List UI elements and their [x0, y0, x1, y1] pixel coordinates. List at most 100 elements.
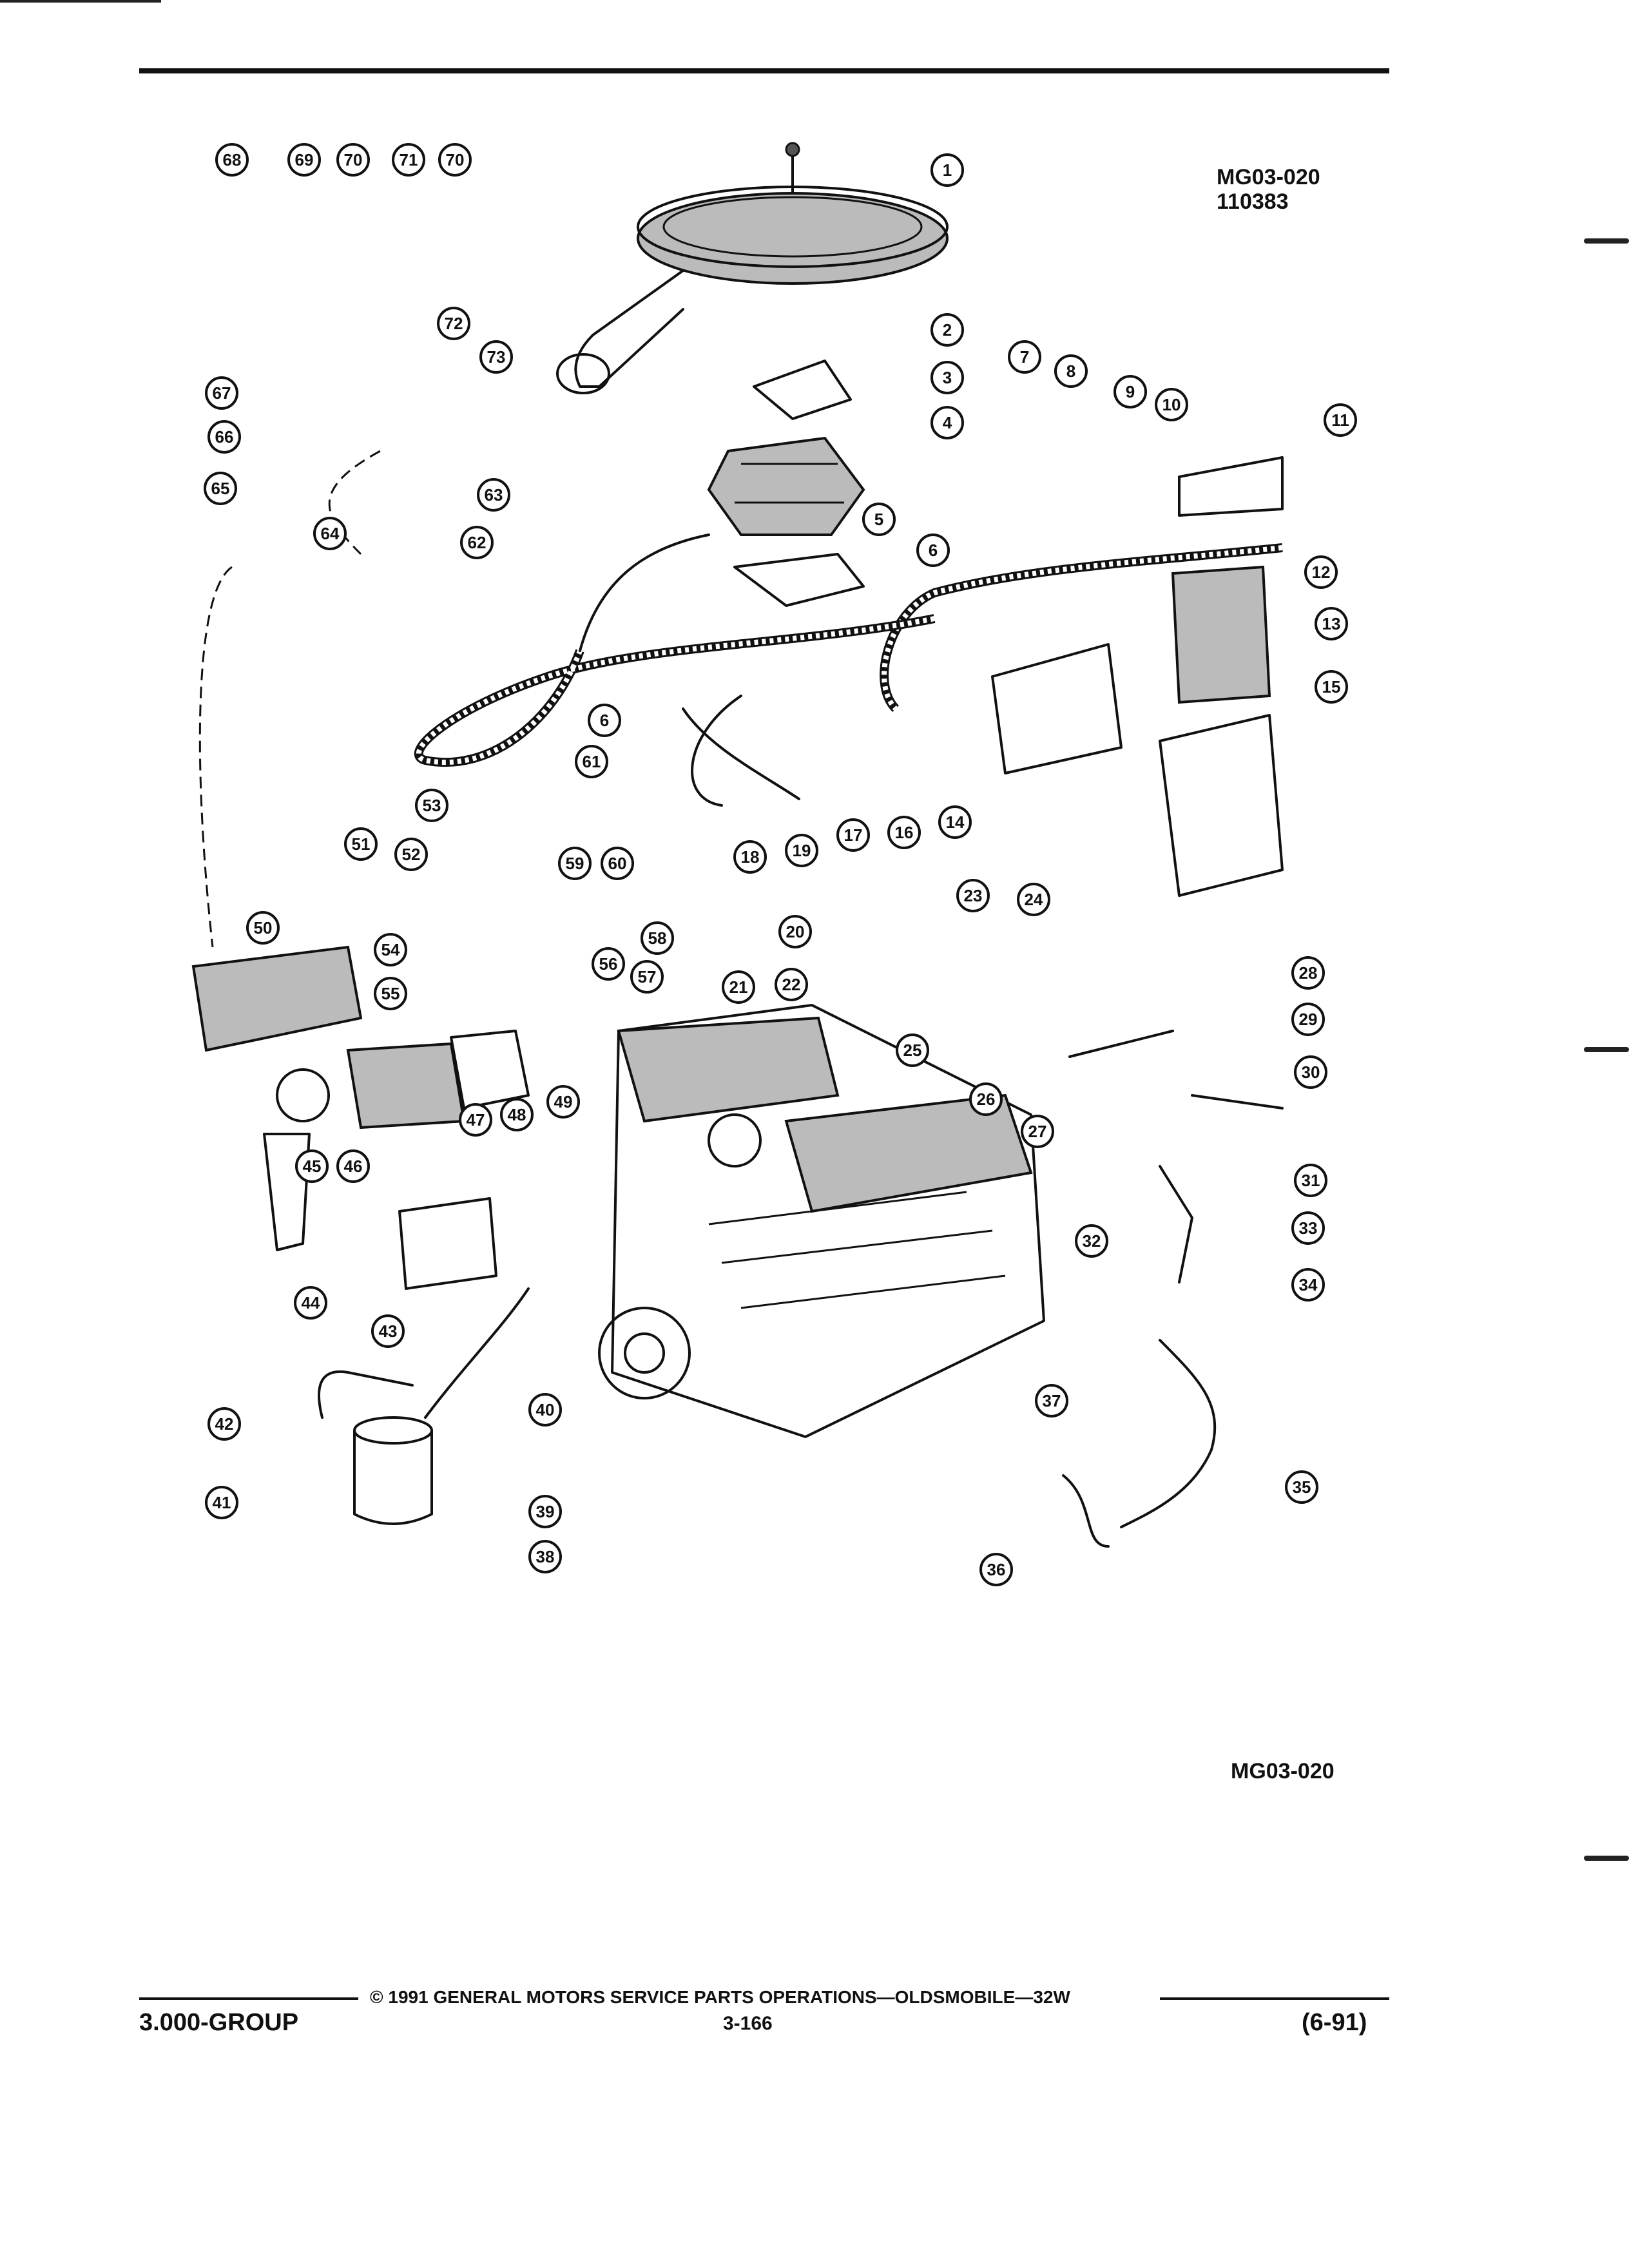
callout-circle — [896, 1033, 929, 1067]
callout-circle — [528, 1540, 562, 1573]
callout-number: 70 — [446, 150, 465, 169]
callout-number: 61 — [583, 752, 601, 771]
callout-number: 43 — [379, 1321, 398, 1341]
callout-63: 63 — [477, 478, 510, 512]
callout-30: 30 — [1294, 1055, 1327, 1089]
callout-circle — [437, 307, 470, 340]
callout-circle — [1021, 1115, 1054, 1148]
callout-70: 70 — [438, 143, 472, 177]
callout-number: 1 — [943, 160, 952, 180]
callout-circle — [336, 143, 370, 177]
callout-circle — [500, 1098, 534, 1131]
callout-circle — [1304, 555, 1338, 589]
callout-number: 20 — [786, 922, 805, 941]
footer-page-number: 3-166 — [723, 2013, 773, 2034]
callout-circle — [930, 153, 964, 187]
callout-11: 11 — [1324, 403, 1357, 437]
callout-circle — [785, 834, 818, 867]
callout-73: 73 — [479, 340, 513, 374]
callout-circle — [313, 517, 347, 550]
callout-18: 18 — [733, 840, 767, 874]
callout-circle — [916, 533, 950, 567]
callout-2: 2 — [930, 313, 964, 347]
callout-62: 62 — [460, 526, 494, 559]
callout-13: 13 — [1315, 607, 1348, 640]
callout-number: 16 — [895, 823, 914, 842]
footer-rule-left — [139, 1997, 358, 2000]
callout-circle — [479, 340, 513, 374]
callout-40: 40 — [528, 1393, 562, 1427]
callout-68: 68 — [215, 143, 249, 177]
callout-number: 67 — [213, 383, 231, 403]
callout-circle — [460, 526, 494, 559]
callout-circle — [438, 143, 472, 177]
callout-number: 72 — [445, 314, 463, 333]
callout-circle — [528, 1495, 562, 1528]
figure-code-bottom: MG03-020 — [1231, 1759, 1335, 1783]
hoses-right — [1062, 1030, 1284, 1548]
callout-67: 67 — [205, 376, 238, 410]
callout-number: 58 — [648, 928, 667, 948]
footer-copyright: © 1991 GENERAL MOTORS SERVICE PARTS OPER… — [370, 1987, 1070, 2007]
callout-circle — [295, 1149, 329, 1183]
callout-circle — [205, 376, 238, 410]
dashed-leader — [328, 450, 381, 555]
callout-circle — [1075, 1224, 1108, 1258]
callout-circle — [246, 911, 280, 945]
vapor-canister — [318, 1287, 530, 1525]
callout-circle — [207, 1407, 241, 1441]
callout-circle — [722, 970, 755, 1004]
callout-circle — [775, 968, 808, 1001]
callout-circle — [344, 827, 378, 861]
callout-36: 36 — [979, 1553, 1013, 1586]
callout-circle — [1054, 354, 1088, 388]
callout-circle — [207, 420, 241, 454]
callout-57: 57 — [630, 960, 664, 994]
engine-block — [598, 1004, 1045, 1438]
callout-number: 40 — [536, 1400, 555, 1419]
callout-circle — [1315, 670, 1348, 704]
callout-number: 28 — [1299, 963, 1318, 983]
callout-number: 33 — [1299, 1218, 1318, 1238]
callout-19: 19 — [785, 834, 818, 867]
callout-28: 28 — [1291, 956, 1325, 990]
callout-number: 4 — [943, 413, 952, 432]
callout-circle — [1035, 1384, 1068, 1418]
callout-29: 29 — [1291, 1003, 1325, 1036]
callout-61: 61 — [575, 745, 608, 778]
callout-circle — [588, 704, 621, 737]
callout-circle — [1285, 1470, 1318, 1504]
callout-31: 31 — [1294, 1164, 1327, 1197]
callout-number: 30 — [1302, 1062, 1320, 1082]
callout-35: 35 — [1285, 1470, 1318, 1504]
callout-64: 64 — [313, 517, 347, 550]
callout-number: 13 — [1322, 614, 1341, 633]
callout-56: 56 — [592, 947, 625, 981]
callout-circle — [392, 143, 425, 177]
callout-number: 27 — [1028, 1122, 1047, 1141]
callout-number: 6 — [600, 711, 609, 730]
callout-circle — [1017, 883, 1050, 916]
callout-circle — [930, 406, 964, 439]
callout-number: 10 — [1162, 395, 1181, 414]
callout-55: 55 — [374, 977, 407, 1010]
callout-circle — [558, 847, 592, 880]
callout-circle — [836, 818, 870, 852]
callout-26: 26 — [969, 1082, 1003, 1116]
callout-32: 32 — [1075, 1224, 1108, 1258]
callout-58: 58 — [641, 921, 674, 955]
callout-14: 14 — [938, 805, 972, 839]
callout-number: 73 — [487, 347, 506, 367]
callout-number: 68 — [223, 150, 242, 169]
callout-number: 35 — [1293, 1477, 1311, 1497]
callout-number: 12 — [1312, 562, 1331, 582]
callout-circle — [1155, 388, 1188, 421]
callout-circle — [294, 1286, 327, 1320]
callout-circle — [215, 143, 249, 177]
callout-circle — [630, 960, 664, 994]
callout-38: 38 — [528, 1540, 562, 1573]
callout-number: 29 — [1299, 1010, 1318, 1029]
callout-48: 48 — [500, 1098, 534, 1131]
callout-number: 50 — [254, 918, 273, 937]
callout-circle — [205, 1486, 238, 1519]
